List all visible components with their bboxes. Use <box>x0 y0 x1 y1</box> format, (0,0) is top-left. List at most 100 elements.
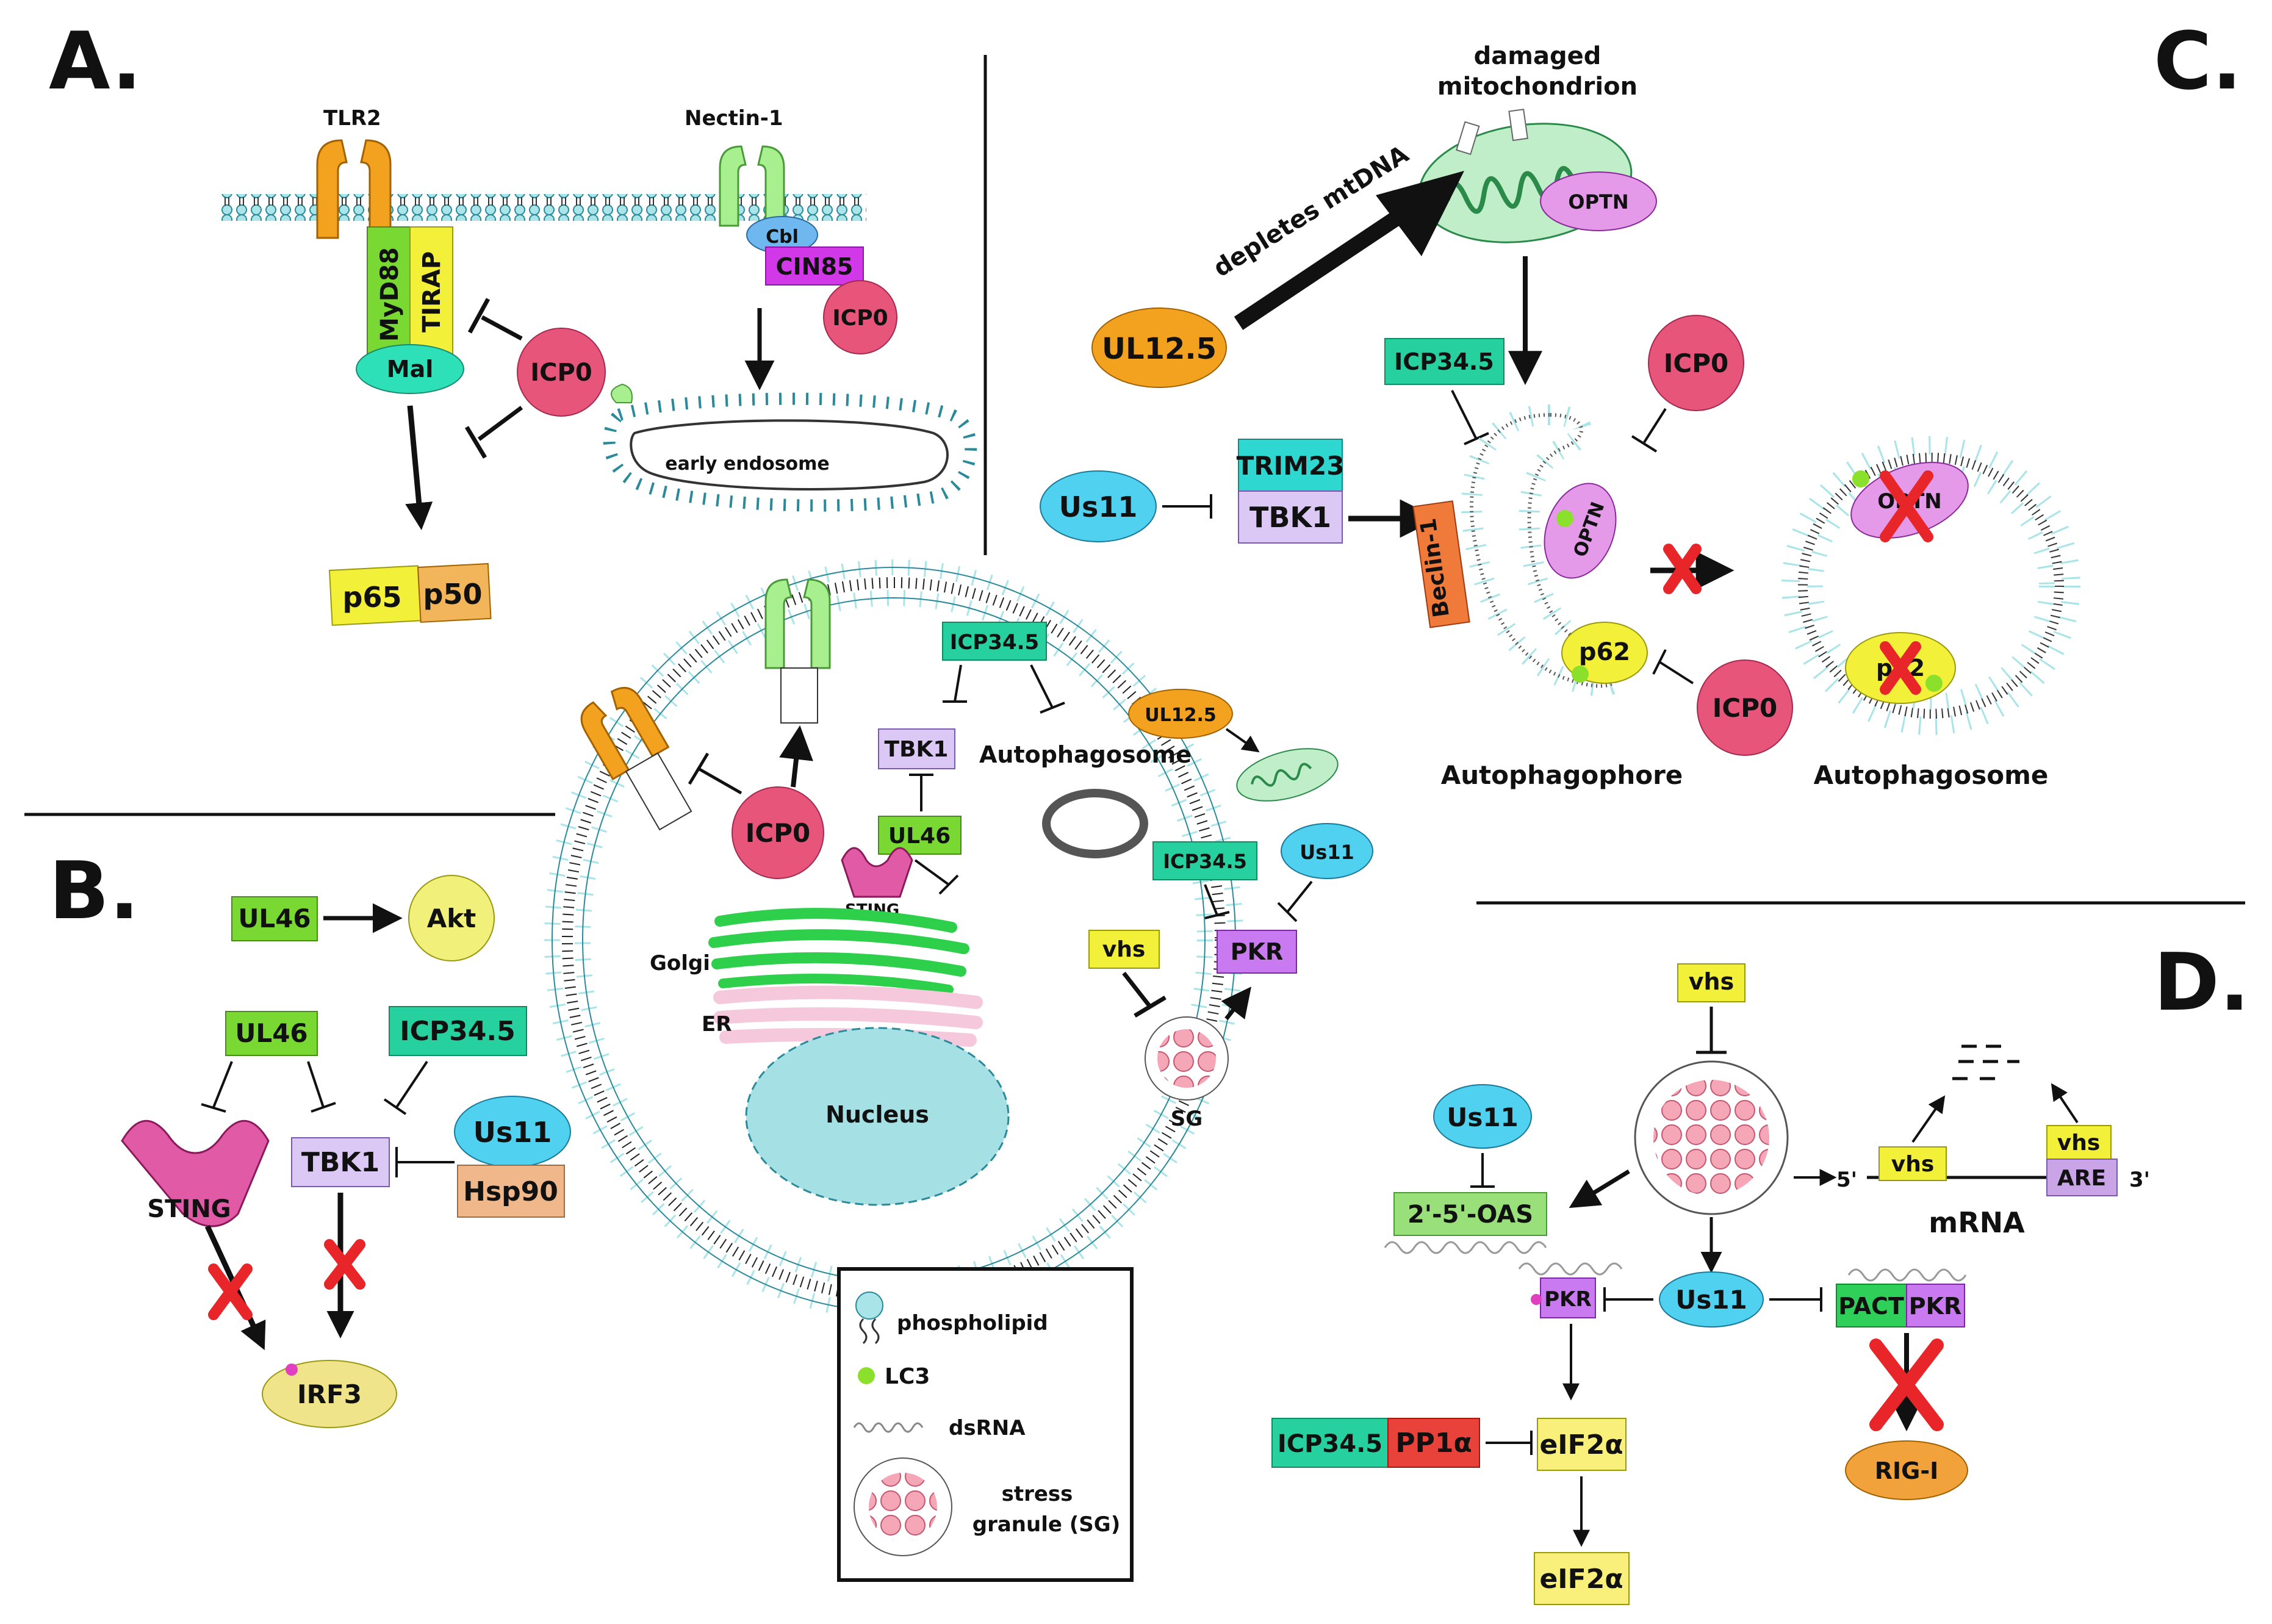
legend-phospholipid: phospholipid <box>897 1311 1048 1335</box>
sting-label-b: STING <box>147 1195 231 1223</box>
mrna-5prime: 5' <box>1836 1168 1857 1192</box>
cell: ICP0 ICP34.5 TBK1 Autophagosome UL12.5 U… <box>544 559 1373 1320</box>
sg-label-center: SG <box>1171 1107 1203 1131</box>
icp0-node-a <box>517 328 606 417</box>
depletes-arrow <box>1234 207 1408 330</box>
icp345-label-b: ICP34.5 <box>400 1016 515 1047</box>
icp345-label-d: ICP34.5 <box>1278 1430 1382 1458</box>
nucleus-label: Nucleus <box>825 1101 929 1128</box>
ul125-node-c <box>1091 307 1227 388</box>
rigi-label: RIG-I <box>1875 1457 1939 1484</box>
akt-node <box>408 875 495 961</box>
tbk1-label-b: TBK1 <box>301 1147 379 1178</box>
akt-label: Akt <box>427 904 476 933</box>
mal-node <box>356 344 464 394</box>
us11-node-center <box>1281 823 1373 879</box>
panel-a: TLR2 MyD88 TIRAP Mal ICP0 p65 p50 Nectin… <box>220 106 977 626</box>
icp0-label-c1: ICP0 <box>1664 348 1728 378</box>
nectin1-receptor-icon <box>719 145 785 227</box>
us11-label-b: Us11 <box>473 1116 552 1149</box>
irf3-node <box>262 1360 397 1428</box>
icp345-box-b <box>389 1006 527 1056</box>
ul125-label-c: UL12.5 <box>1102 332 1217 366</box>
icp0-label-nectin: ICP0 <box>832 306 888 331</box>
vhs-label-center: vhs <box>1102 937 1146 962</box>
icp345-box-c <box>1384 338 1504 385</box>
optn-mito-node <box>1540 171 1657 231</box>
ul46-label-center: UL46 <box>888 824 951 849</box>
ul46-box-b <box>225 1011 318 1056</box>
pkr-box-center <box>1217 930 1297 974</box>
sting-icon-center <box>841 847 913 898</box>
trim23-label: TRIM23 <box>1237 451 1345 481</box>
panel-c: damaged mitochondrion OPTN depletes mtDN… <box>1040 42 2080 790</box>
legend-dsrna: dsRNA <box>949 1416 1026 1440</box>
panel-d: vhs Us11 2'-5'-OAS 5' 3' vhs vhs ARE mRN… <box>1271 963 2150 1605</box>
panel-label-d: D. <box>2154 936 2249 1029</box>
myd88-label: MyD88 <box>376 247 404 342</box>
eif2a-label: eIF2α <box>1539 1564 1623 1595</box>
oas-box <box>1393 1192 1547 1236</box>
optn-node-c <box>1544 483 1617 579</box>
icp345-label-c: ICP34.5 <box>1394 348 1494 375</box>
optn-mito-label: OPTN <box>1568 190 1628 214</box>
damaged-mito-label-2: mitochondrion <box>1437 73 1637 101</box>
us11-node-d-mid <box>1659 1271 1764 1328</box>
golgi-label: Golgi <box>650 951 710 975</box>
us11-label-d-top: Us11 <box>1447 1102 1519 1132</box>
ul46-akt-box <box>231 896 318 941</box>
mrna-3prime: 3' <box>2129 1168 2150 1192</box>
mal-label: Mal <box>387 356 433 383</box>
pkr-label-d2: PKR <box>1909 1293 1962 1320</box>
ul125-label-center: UL12.5 <box>1145 705 1217 726</box>
tirap-label: TIRAP <box>418 251 446 332</box>
mitochondrion-small-icon <box>1236 748 1339 802</box>
autophagosome-small-icon <box>1042 789 1148 858</box>
block-x-icon-degraded <box>1880 470 1933 695</box>
pkr-label-d: PKR <box>1544 1287 1591 1312</box>
vhs-box-center <box>1088 930 1160 969</box>
p50-label: p50 <box>423 578 483 611</box>
icp0-node-nectin <box>823 280 897 354</box>
us11-label-c: Us11 <box>1059 490 1138 523</box>
are-box <box>2046 1159 2118 1196</box>
depletes-label: depletes mtDNA <box>1209 140 1414 283</box>
tbk1-label-c: TBK1 <box>1249 501 1331 534</box>
autophagophore-icon <box>1461 404 1628 697</box>
ul125-node-center <box>1128 689 1233 739</box>
vhs-label-d-top: vhs <box>1689 968 1734 995</box>
vhs-label-mrna: vhs <box>1891 1152 1935 1177</box>
pkr-box-d2 <box>1906 1284 1965 1328</box>
autophagophore-label: Autophagophore <box>1441 760 1683 790</box>
oas-label: 2'-5'-OAS <box>1407 1201 1533 1229</box>
tirap-box <box>409 226 453 356</box>
inhibit-lines-a <box>464 298 523 459</box>
vhs-box-d-top <box>1677 963 1745 1002</box>
panel-label-b: B. <box>49 844 139 937</box>
tbk1-box-b <box>291 1137 390 1187</box>
early-endosome-label: early endosome <box>665 453 830 475</box>
eif2a-box-p <box>1537 1418 1627 1471</box>
beclin1-box <box>1412 500 1470 628</box>
legend-lc3-icon <box>858 1367 875 1384</box>
panel-b: UL46 Akt UL46 ICP34.5 STING TBK1 Us11 Hs… <box>121 875 571 1428</box>
arrow-mal-to-nfkb <box>405 405 433 530</box>
autophagosome-label-center: Autophagosome <box>979 741 1192 768</box>
panel-dividers <box>24 55 2245 905</box>
us11-label-d-mid: Us11 <box>1675 1285 1747 1315</box>
p62-label-c: p62 <box>1579 638 1630 666</box>
block-x-icon-d <box>1869 1338 1944 1431</box>
legend: phospholipid LC3 dsRNA stress granule (S… <box>837 1267 1134 1582</box>
us11-label-center: Us11 <box>1300 841 1354 864</box>
tlr2-label: TLR2 <box>323 106 381 131</box>
vhs-box-mrna <box>1878 1146 1947 1181</box>
er-label: ER <box>702 1012 732 1037</box>
cin85-label: CIN85 <box>776 253 854 280</box>
legend-sg-1: stress <box>1002 1482 1073 1506</box>
icp0-label-c2: ICP0 <box>1713 693 1777 723</box>
legend-phospholipid-icon <box>855 1292 883 1320</box>
icp345-label-pkr: ICP34.5 <box>1163 850 1247 873</box>
cbl-label: Cbl <box>766 226 799 248</box>
irf3-label: IRF3 <box>297 1379 362 1409</box>
